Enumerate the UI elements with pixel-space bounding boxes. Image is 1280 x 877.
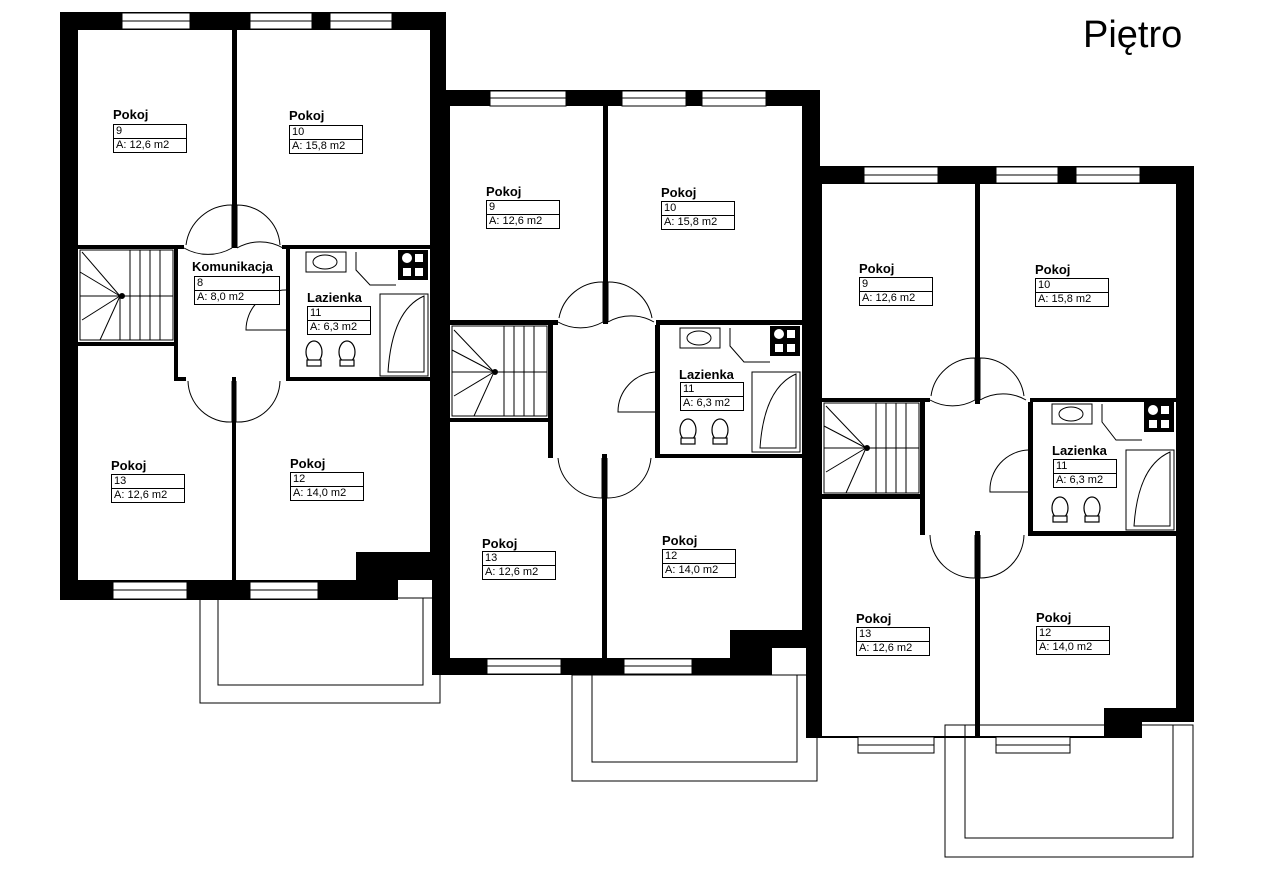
room-info-box: 12 A: 14,0 m2 xyxy=(290,472,364,501)
room-name: Lazienka xyxy=(679,367,734,382)
room-number: 10 xyxy=(662,202,734,216)
room-number: 12 xyxy=(291,473,363,487)
room-number: 13 xyxy=(112,475,184,489)
room-number: 9 xyxy=(860,278,932,292)
room-area: A: 8,0 m2 xyxy=(197,291,245,303)
room-number: 8 xyxy=(195,277,279,291)
room-area: A: 12,6 m2 xyxy=(116,139,170,151)
room-info-box: 11 A: 6,3 m2 xyxy=(1053,459,1117,488)
room-number: 11 xyxy=(1054,460,1116,474)
room-number: 11 xyxy=(308,307,370,321)
room-name: Komunikacja xyxy=(192,259,273,274)
room-info-box: 8 A: 8,0 m2 xyxy=(194,276,280,305)
room-name: Pokoj xyxy=(859,261,895,276)
outer-walls xyxy=(60,12,446,600)
room-info-box: 10 A: 15,8 m2 xyxy=(661,201,735,230)
room-number: 10 xyxy=(290,126,362,140)
room-info-box: 13 A: 12,6 m2 xyxy=(111,474,185,503)
room-info-box: 11 A: 6,3 m2 xyxy=(307,306,371,335)
room-area: A: 14,0 m2 xyxy=(293,487,347,499)
room-name: Lazienka xyxy=(1052,443,1107,458)
room-area: A: 15,8 m2 xyxy=(292,140,346,152)
room-area: A: 15,8 m2 xyxy=(664,216,718,228)
room-area: A: 15,8 m2 xyxy=(1038,293,1092,305)
room-name: Lazienka xyxy=(307,290,362,305)
room-name: Pokoj xyxy=(1035,262,1071,277)
room-area: A: 6,3 m2 xyxy=(683,397,731,409)
room-name: Pokoj xyxy=(289,108,325,123)
room-number: 12 xyxy=(1037,627,1109,641)
terrace-outline xyxy=(571,674,818,782)
room-area: A: 14,0 m2 xyxy=(1039,641,1093,653)
room-name: Pokoj xyxy=(662,533,698,548)
room-area: A: 12,6 m2 xyxy=(485,566,539,578)
room-area: A: 12,6 m2 xyxy=(114,489,168,501)
room-info-box: 9 A: 12,6 m2 xyxy=(486,200,560,229)
room-area: A: 12,6 m2 xyxy=(862,292,916,304)
room-number: 9 xyxy=(487,201,559,215)
room-area: A: 12,6 m2 xyxy=(489,215,543,227)
room-area: A: 6,3 m2 xyxy=(310,321,358,333)
terrace-outline xyxy=(199,597,441,704)
room-number: 13 xyxy=(857,628,929,642)
room-info-box: 10 A: 15,8 m2 xyxy=(289,125,363,154)
room-info-box: 10 A: 15,8 m2 xyxy=(1035,278,1109,307)
room-number: 12 xyxy=(663,550,735,564)
room-name: Pokoj xyxy=(113,107,149,122)
room-number: 10 xyxy=(1036,279,1108,293)
room-area: A: 14,0 m2 xyxy=(665,564,719,576)
unit-3-plan xyxy=(806,166,1194,858)
room-area: A: 6,3 m2 xyxy=(1056,474,1104,486)
room-name: Pokoj xyxy=(661,185,697,200)
room-area: A: 12,6 m2 xyxy=(859,642,913,654)
room-info-box: 12 A: 14,0 m2 xyxy=(1036,626,1110,655)
room-info-box: 12 A: 14,0 m2 xyxy=(662,549,736,578)
room-name: Pokoj xyxy=(290,456,326,471)
room-name: Pokoj xyxy=(486,184,522,199)
room-info-box: 13 A: 12,6 m2 xyxy=(482,551,556,580)
room-name: Pokoj xyxy=(1036,610,1072,625)
room-number: 11 xyxy=(681,383,743,397)
room-name: Pokoj xyxy=(111,458,147,473)
room-name: Pokoj xyxy=(856,611,892,626)
unit-1-plan xyxy=(60,12,446,704)
room-info-box: 9 A: 12,6 m2 xyxy=(113,124,187,153)
room-name: Pokoj xyxy=(482,536,518,551)
room-info-box: 11 A: 6,3 m2 xyxy=(680,382,744,411)
room-number: 9 xyxy=(114,125,186,139)
page-title: Piętro xyxy=(1083,14,1183,56)
room-info-box: 9 A: 12,6 m2 xyxy=(859,277,933,306)
room-info-box: 13 A: 12,6 m2 xyxy=(856,627,930,656)
room-number: 13 xyxy=(483,552,555,566)
unit-2-plan xyxy=(432,90,820,782)
